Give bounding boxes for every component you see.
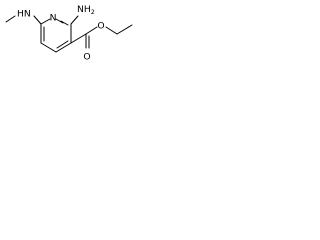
bond-n1-c6 [40, 18, 51, 25]
ester-ether-oxygen-label: O [97, 21, 104, 32]
bond-c2-n1 [55, 18, 64, 24]
bond-c6-nhme [33, 15, 42, 25]
nh2-subscript-label: 2 [91, 8, 95, 16]
chemical-structure: N NH2 HN O O [0, 0, 135, 66]
bond-c3-carbonyl [70, 33, 87, 44]
ester-carbonyl-oxygen-label: O [83, 52, 90, 63]
bond-c4-c3-inner [56, 40, 69, 49]
bond-c4-c3 [55, 42, 72, 53]
nh2-main-label: NH [77, 4, 91, 15]
methylamino-nh-label: HN [17, 9, 31, 20]
nh2-label: NH2 [77, 4, 95, 17]
pyridine-ring [40, 18, 72, 53]
ring-nitrogen-label: N [50, 13, 57, 24]
molecule-diagram: N NH2 HN O O [5, 4, 133, 63]
bond-c2-nh2 [70, 15, 79, 25]
bond-c5-c4 [40, 42, 57, 53]
bond-c2-n1-inner [60, 20, 69, 26]
bond-ethyl-ch2-ch3 [116, 24, 133, 35]
substituent-bonds [5, 15, 133, 49]
atom-labels: N NH2 HN O O [17, 4, 105, 63]
bond-carbonyl-ether-o [85, 26, 98, 35]
bond-nhme-methyl [5, 15, 16, 23]
bond-ether-o-ethyl-ch2 [105, 26, 118, 35]
